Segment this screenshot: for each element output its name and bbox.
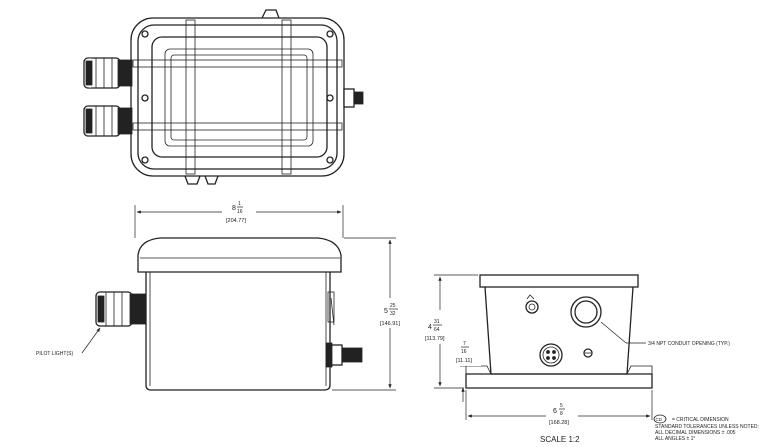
bolt-hole-br (326, 156, 334, 164)
note-tol-2: ALL DECIMAL DIMENSIONS ± .005 (655, 430, 736, 436)
cd-symbol-text: CD (656, 417, 663, 422)
dim-foot-num: 7 (463, 341, 466, 347)
dim-height-whole: 5 (384, 308, 388, 315)
dim-width-num: 1 (238, 201, 241, 207)
dim-end-height-whole: 4 (428, 324, 432, 331)
end-view-knob (525, 300, 539, 314)
dim-height-den: 32 (390, 311, 396, 317)
pilot-light-gland-lower (83, 105, 133, 137)
conduit-fitting-top (343, 88, 364, 108)
end-view-feet (465, 373, 653, 389)
top-view-flange (130, 17, 345, 177)
scale-label: SCALE 1:2 (540, 435, 580, 444)
side-view-body (145, 272, 331, 391)
dim-end-height-num: 31 (434, 319, 440, 325)
latch-bar-2 (281, 19, 292, 175)
end-view-screw (583, 348, 593, 358)
end-view: 3/4 NPT CONDUIT OPENING (TYP.) 4 31 64 [… (424, 274, 730, 428)
dim-end-width-whole: 6 (553, 408, 557, 415)
bottom-tab-2 (204, 175, 219, 185)
side-latch (327, 291, 335, 323)
side-view: 8 1 16 [204.77] PILOT LIGHT(S) (36, 197, 409, 391)
end-view-lid (479, 274, 639, 288)
conduit-fitting-side (325, 342, 363, 368)
latch-bar-h2 (132, 122, 343, 131)
top-view-gasket (137, 24, 338, 170)
top-view-channel-outer (164, 48, 314, 147)
dim-end-width-num: 5 (560, 403, 563, 409)
bolt-hole-mr (326, 94, 334, 102)
dim-end-height-metric: [113.79] (425, 336, 445, 342)
critical-dimension-symbol (653, 414, 667, 424)
notes-block: CD = CRITICAL DIMENSION STANDARD TOLERAN… (653, 414, 759, 442)
pilot-light-gland-upper (83, 57, 133, 89)
dim-height-metric: [146.91] (380, 321, 400, 327)
conduit-opening (570, 296, 602, 328)
bottom-tab-1 (184, 175, 201, 185)
latch-bar-1 (185, 19, 196, 175)
dim-end-height-den: 64 (434, 327, 440, 333)
dim-end-width-metric: [168.28] (549, 420, 569, 426)
top-view (83, 9, 364, 185)
note-cd: = CRITICAL DIMENSION (672, 417, 729, 423)
bolt-hole-tl (141, 30, 149, 38)
bolt-hole-bl (141, 156, 149, 164)
dim-width-metric: [204.77] (226, 218, 246, 224)
side-view-lid (137, 237, 342, 273)
label-conduit-opening: 3/4 NPT CONDUIT OPENING (TYP.) (648, 341, 730, 347)
note-tol-3: ALL ANGLES ± 1° (655, 436, 695, 442)
dim-foot-den: 16 (461, 349, 467, 355)
dim-foot-metric: [11.11] (456, 358, 472, 364)
top-view-channel-inner (170, 54, 308, 141)
dim-height-num: 25 (390, 303, 396, 309)
dim-end-width-den: 8 (560, 411, 563, 417)
dim-width-whole: 8 (232, 205, 236, 212)
top-tab (261, 9, 280, 19)
note-tol-1: STANDARD TOLERANCES UNLESS NOTED: (655, 424, 759, 430)
pilot-light-gland-side (95, 291, 147, 327)
latch-bar-h1 (132, 59, 343, 68)
bolt-hole-ml (141, 94, 149, 102)
bolt-hole-tr (326, 30, 334, 38)
label-pilot-lights: PILOT LIGHT(S) (36, 351, 73, 357)
dim-width-den: 16 (237, 209, 243, 215)
end-view-connector (539, 343, 563, 367)
